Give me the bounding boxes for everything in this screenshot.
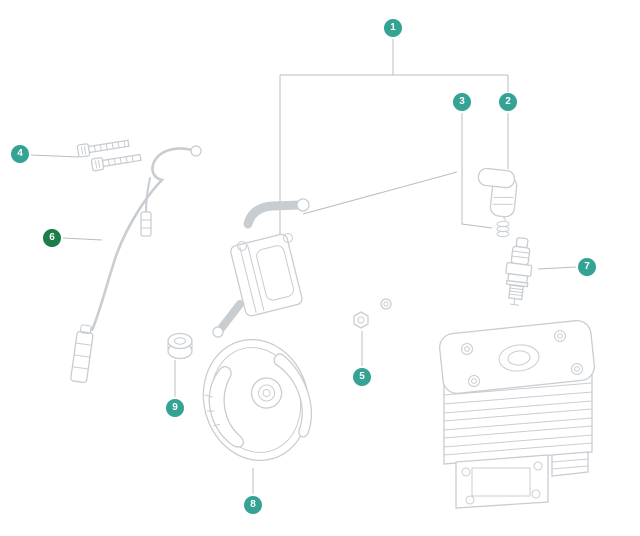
- spark-plug-part: [505, 237, 533, 306]
- spring-terminal-part: [496, 215, 510, 238]
- mounting-screws-part: [76, 139, 142, 172]
- small-washer-part: [380, 298, 392, 310]
- callout-badge-9[interactable]: 9: [166, 399, 184, 417]
- ignition-module-part: [212, 198, 310, 338]
- callout-badge-5[interactable]: 5: [353, 368, 371, 386]
- cylinder-part: [439, 319, 595, 509]
- callout-badge-4[interactable]: 4: [11, 145, 29, 163]
- callout-badge-8[interactable]: 8: [244, 496, 262, 514]
- flywheel-nut-part: [167, 332, 193, 360]
- spark-plug-cap-part: [477, 167, 518, 218]
- callout-badge-7[interactable]: 7: [578, 258, 596, 276]
- callout-badge-2[interactable]: 2: [499, 93, 517, 111]
- callout-badge-1[interactable]: 1: [384, 19, 402, 37]
- callout-lines: [30, 39, 577, 494]
- flywheel-part: [202, 338, 312, 462]
- flange-nut-part: [353, 311, 369, 329]
- wire-harness-part: [70, 145, 202, 384]
- callout-badge-3[interactable]: 3: [453, 93, 471, 111]
- callout-badge-6[interactable]: 6: [43, 229, 61, 247]
